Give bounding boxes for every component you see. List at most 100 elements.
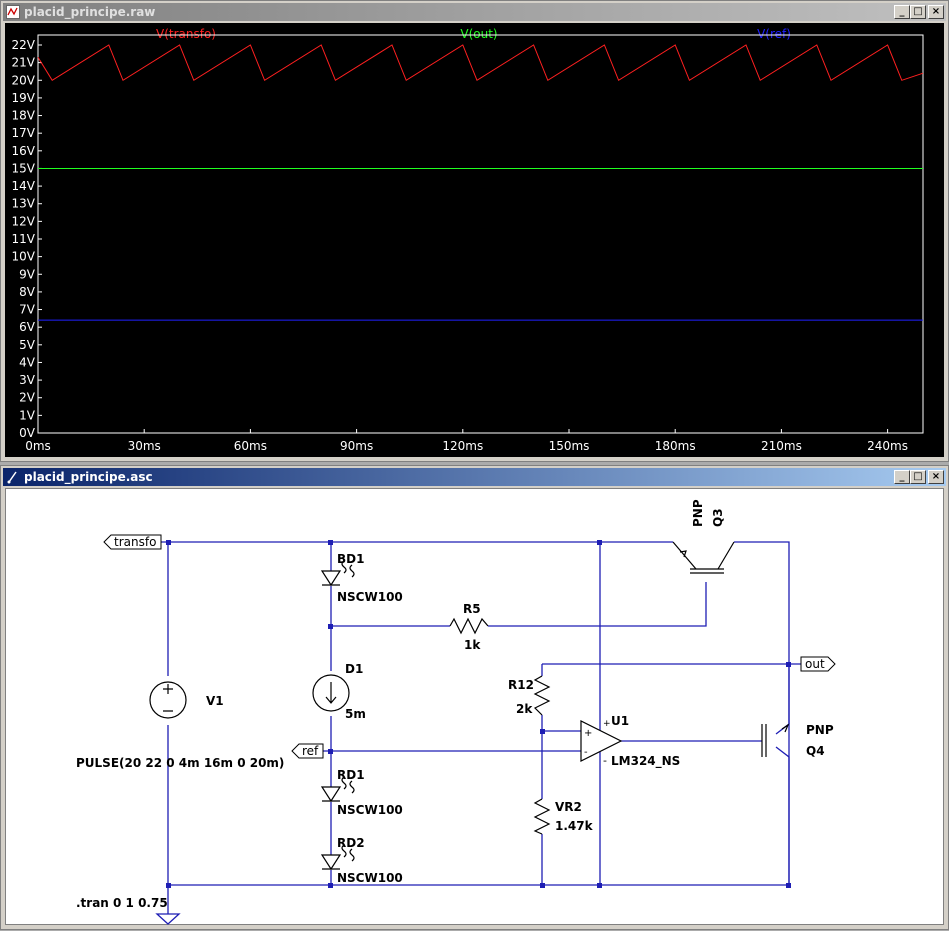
y-tick-label: 3V [19,373,36,387]
plot-frame [37,34,924,434]
close-button[interactable]: × [928,470,944,484]
x-tick-label: 30ms [128,439,161,453]
junction [328,540,333,545]
plot-window-titlebar[interactable]: placid_principe.raw _ □ × [3,3,946,21]
schematic-window[interactable]: placid_principe.asc _ □ × [0,465,949,930]
rd2-value: NSCW100 [337,871,403,885]
schematic-window-title: placid_principe.asc [24,470,153,484]
r5-value: 1k [464,638,481,652]
junction [786,883,791,888]
r12-value: 2k [516,702,533,716]
close-button[interactable]: × [928,5,944,19]
junction [328,624,333,629]
y-tick-label: 0V [19,426,36,440]
y-tick-label: 8V [19,285,36,299]
opamp-plus-sign: + [584,728,592,739]
d1-value: 5m [345,707,366,721]
y-tick-label: 15V [12,161,36,175]
d1-name: D1 [345,662,363,676]
schematic-window-titlebar[interactable]: placid_principe.asc _ □ × [3,468,946,486]
opamp-vplus-pin: + [603,719,611,729]
y-tick-label: 11V [12,232,36,246]
x-tick-label: 180ms [655,439,696,453]
wire[interactable] [734,541,790,885]
wire[interactable] [775,664,790,735]
port-ref[interactable]: ref [291,743,324,759]
y-tick-label: 13V [12,197,36,211]
schematic-icon [5,469,21,485]
opamp-minus-sign: - [584,747,588,758]
bd1-led[interactable] [320,560,355,587]
port-transfo[interactable]: transfo [103,534,162,550]
waveform-icon [5,4,21,20]
y-tick-label: 22V [12,38,36,52]
y-tick-label: 7V [19,303,36,317]
tran-directive: .tran 0 1 0.75 [76,896,168,910]
d1-current-source[interactable] [312,674,350,712]
q3-value: PNP [691,499,705,527]
maximize-button[interactable]: □ [910,5,926,19]
rd1-led[interactable] [320,776,355,803]
y-tick-label: 4V [19,355,36,369]
q4-name: Q4 [806,744,825,758]
plot-window[interactable]: placid_principe.raw _ □ × V(transfo) V(ou… [0,0,949,462]
vr2-value: 1.47k [555,819,594,833]
x-tick-label: 240ms [867,439,908,453]
r12-name: R12 [508,678,534,692]
q3-transistor[interactable] [672,541,735,574]
junction [166,540,171,545]
v1-voltage-source[interactable] [149,681,187,719]
bd1-value: NSCW100 [337,590,403,604]
waveform-plot[interactable]: V(transfo)V(out)V(ref) 0V1V2V3V4V5V6V7V8… [5,23,944,457]
y-tick-label: 1V [19,408,36,422]
r12-resistor[interactable] [533,675,551,716]
legend-trace-label[interactable]: V(transfo) [156,27,216,41]
rd1-name: RD1 [337,768,365,782]
q4-transistor[interactable] [761,723,790,757]
q3-name: Q3 [711,508,725,527]
port-out[interactable]: out [800,656,836,672]
y-tick-label: 21V [12,56,36,70]
y-tick-label: 10V [12,250,36,264]
y-tick-label: 20V [12,73,36,87]
port-transfo-label: transfo [114,535,156,549]
maximize-button[interactable]: □ [910,470,926,484]
x-tick-label: 60ms [234,439,267,453]
rd2-led[interactable] [320,844,355,871]
y-tick-label: 19V [12,91,36,105]
y-tick-label: 5V [19,338,36,352]
y-tick-label: 17V [12,126,36,140]
minimize-button[interactable]: _ [894,5,910,19]
r5-name: R5 [463,602,481,616]
opamp-vminus-pin: - [603,754,607,767]
u1-opamp[interactable] [580,720,623,762]
x-tick-label: 120ms [442,439,483,453]
junction [328,749,333,754]
junction [540,883,545,888]
junction [597,540,602,545]
ground-symbol [155,913,181,925]
y-tick-label: 2V [19,391,36,405]
y-tick-label: 16V [12,144,36,158]
wire[interactable] [488,582,707,627]
legend-trace-label[interactable]: V(ref) [757,27,791,41]
x-tick-label: 90ms [340,439,373,453]
wire[interactable] [775,746,790,885]
x-tick-label: 150ms [549,439,590,453]
junction [166,883,171,888]
vr2-resistor[interactable] [533,798,551,835]
trace-v-transfo[interactable] [37,44,924,82]
plot-window-title: placid_principe.raw [24,5,156,19]
junction [540,729,545,734]
u1-value: LM324_NS [611,754,680,769]
schematic-drawing[interactable]: transfo out ref V1 PULSE(20 22 0 4m 16m … [6,489,945,927]
r5-resistor[interactable] [449,617,489,635]
junction [328,883,333,888]
schematic-canvas[interactable]: transfo out ref V1 PULSE(20 22 0 4m 16m … [5,488,944,925]
minimize-button[interactable]: _ [894,470,910,484]
q4-value: PNP [806,723,834,737]
y-tick-label: 18V [12,109,36,123]
legend-trace-label[interactable]: V(out) [460,27,497,41]
junction [597,883,602,888]
